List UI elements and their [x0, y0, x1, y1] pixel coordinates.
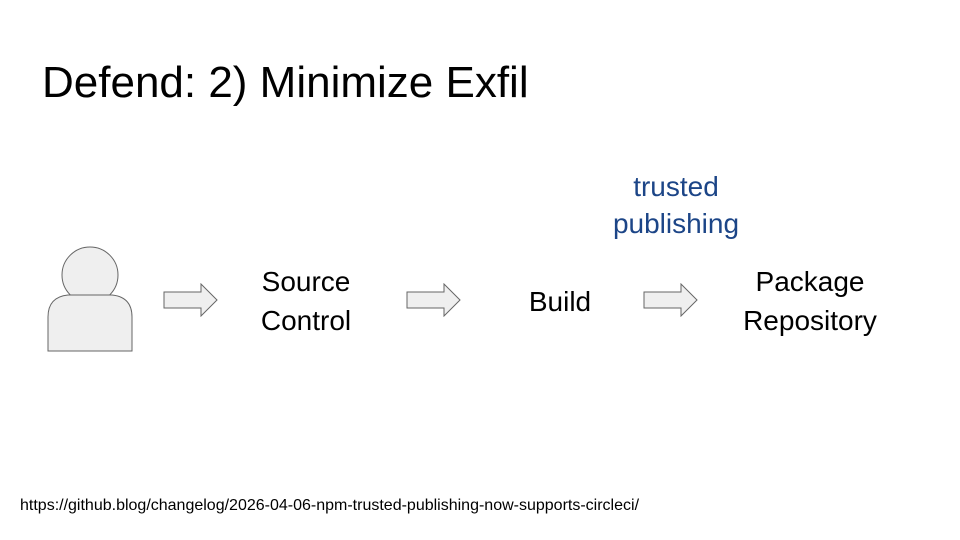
stage-build: Build — [505, 282, 615, 321]
stage-package-repository: Package Repository — [720, 262, 900, 340]
right-arrow-icon — [643, 283, 698, 317]
slide-title: Defend: 2) Minimize Exfil — [42, 58, 529, 107]
person-body — [47, 294, 133, 352]
stage-label: Package Repository — [743, 266, 877, 336]
trusted-publishing-annotation: trusted publishing — [596, 168, 756, 242]
annotation-label: trusted publishing — [612, 171, 740, 239]
right-arrow-icon — [406, 283, 461, 317]
stage-label: Build — [528, 286, 592, 317]
stage-source-control: Source Control — [236, 262, 376, 340]
right-arrow-icon — [163, 283, 218, 317]
person-icon — [47, 246, 133, 352]
reference-link[interactable]: https://github.blog/changelog/2026-04-06… — [20, 497, 640, 514]
stage-label: Source Control — [260, 266, 352, 336]
